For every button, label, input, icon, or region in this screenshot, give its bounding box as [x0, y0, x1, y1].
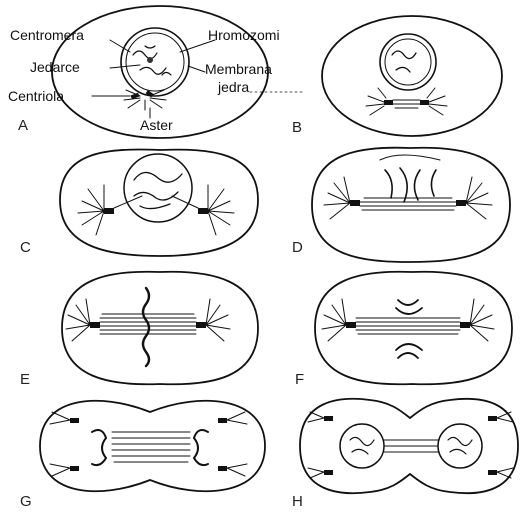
panel-letter-a: A — [18, 118, 28, 133]
label-hromozomi: Hromozomi — [208, 28, 280, 42]
label-membrana-jedra-2: jedra — [218, 80, 249, 94]
label-jedarce: Jedarce — [30, 60, 80, 74]
cell-f — [315, 272, 512, 385]
panel-letter-c: C — [20, 240, 31, 255]
cell-c — [60, 150, 258, 256]
panel-letter-f: F — [295, 372, 304, 387]
label-membrana-jedra: Membrana — [205, 62, 272, 76]
cell-h — [300, 399, 518, 493]
cell-d — [312, 148, 510, 262]
label-aster: Aster — [140, 118, 173, 132]
panel-letter-e: E — [20, 372, 30, 387]
panel-letter-g: G — [20, 494, 32, 509]
panel-letter-b: B — [292, 120, 302, 135]
cell-e — [62, 272, 258, 385]
label-centromera: Centromera — [10, 28, 84, 42]
panel-letter-h: H — [292, 494, 303, 509]
cell-g — [40, 401, 265, 491]
panel-letter-d: D — [292, 240, 303, 255]
label-centriola: Centriola — [8, 89, 64, 103]
cell-b — [322, 16, 502, 136]
